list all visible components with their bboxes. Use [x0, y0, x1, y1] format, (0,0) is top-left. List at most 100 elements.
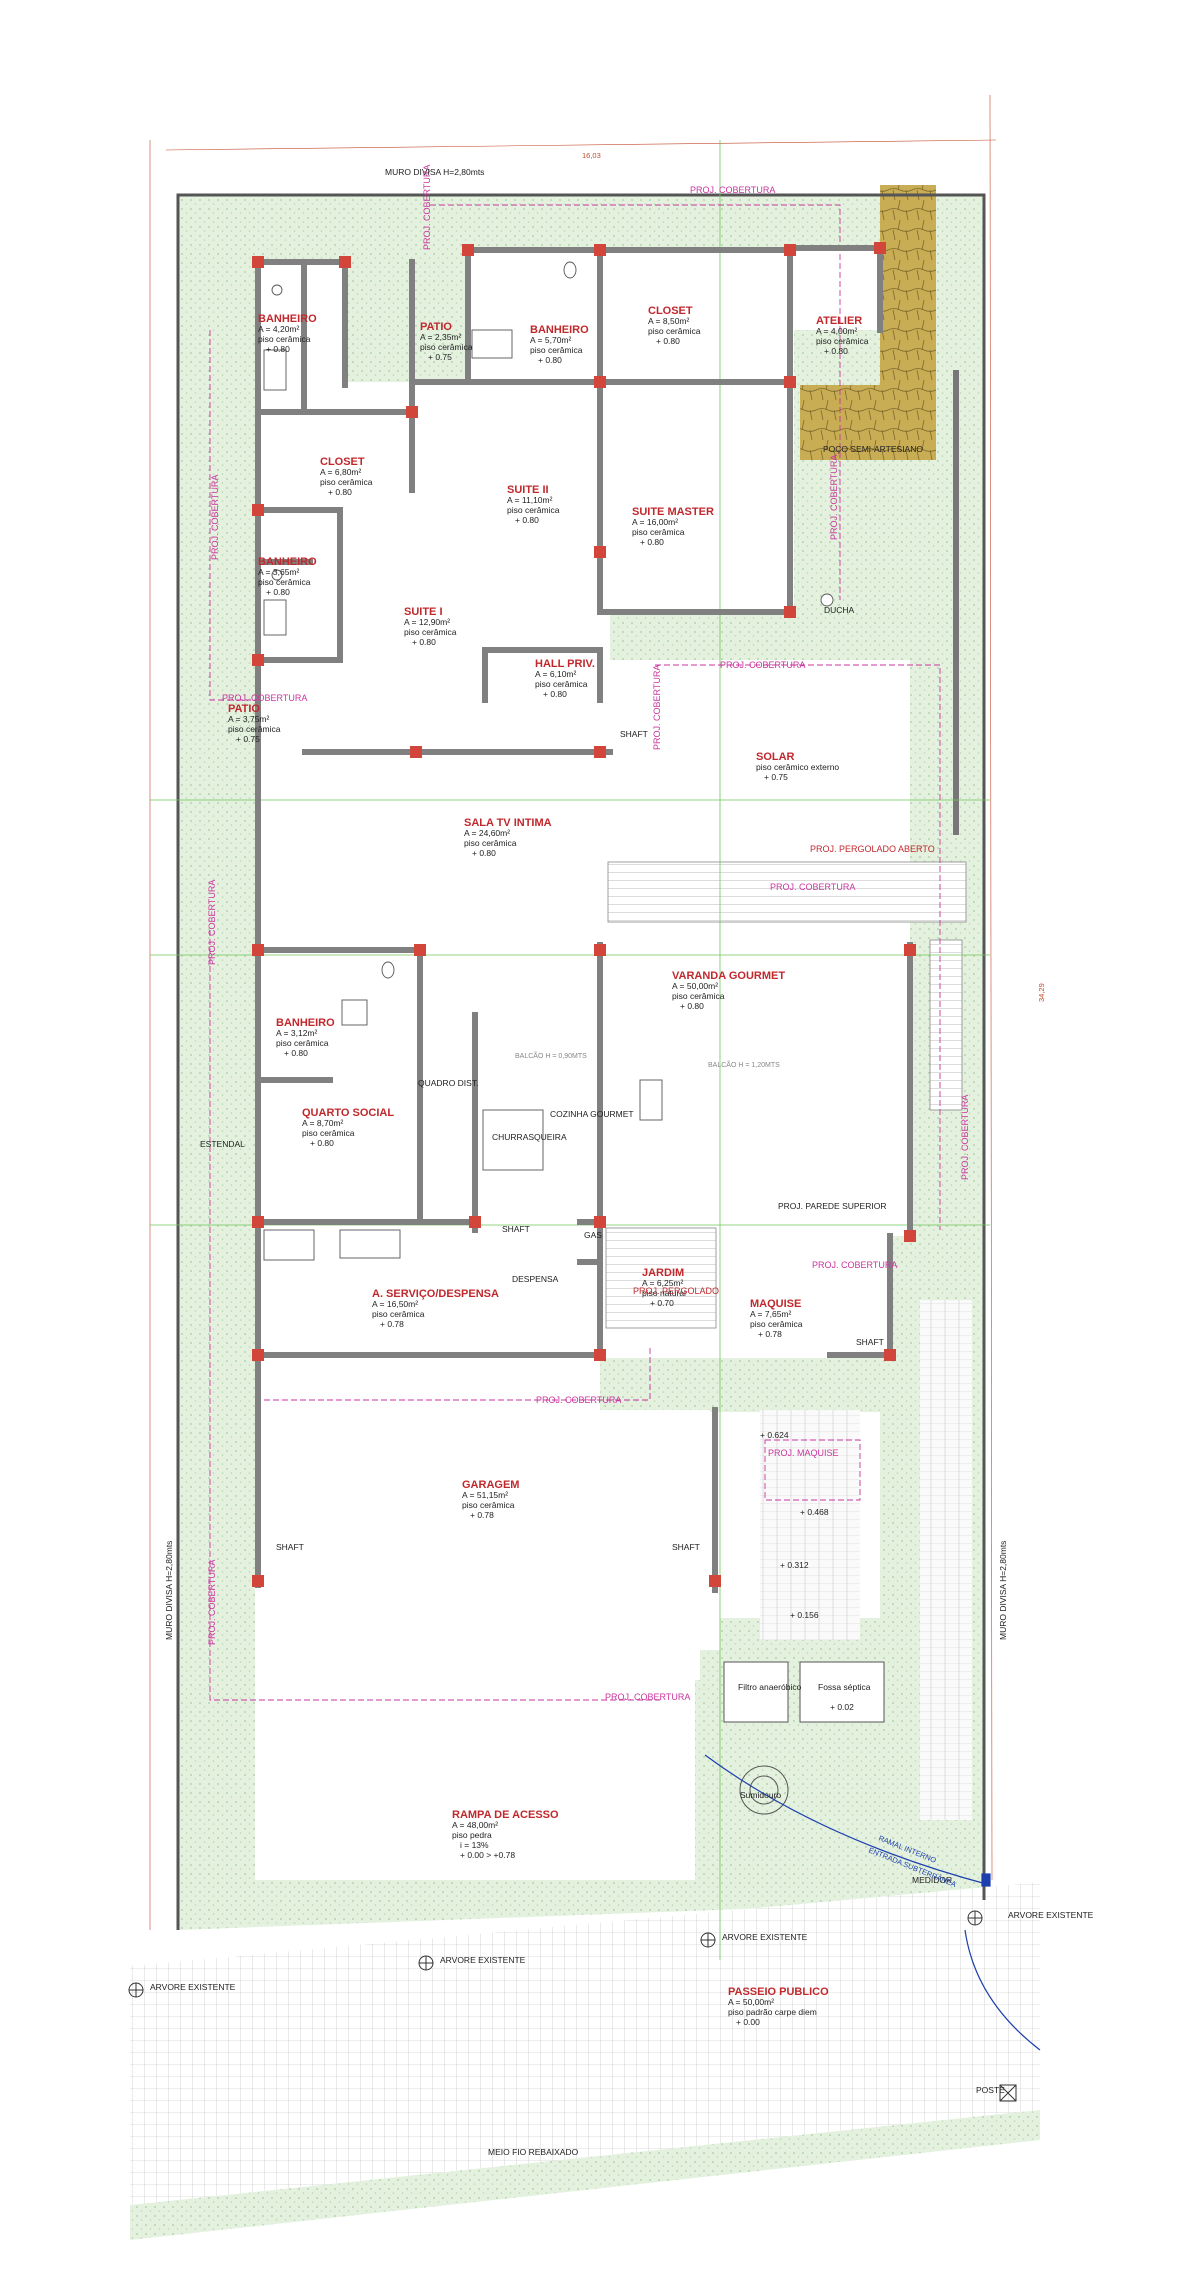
annotation: POSTE — [976, 2085, 1005, 2095]
projection-label-vertical: PROJ. COBERTURA — [207, 1560, 217, 1645]
room-level-extra: + 0.00 > +0.78 — [460, 1850, 515, 1860]
site — [130, 185, 1040, 2240]
room-area: A = 8,50m² — [648, 316, 690, 326]
room-level: + 0.80 — [266, 344, 290, 354]
annotation: POÇO SEMI-ARTESIANO — [823, 444, 923, 454]
level-marker: + 0.02 — [830, 1702, 854, 1712]
room-name: PATIO — [420, 321, 452, 333]
house-footprint — [255, 248, 910, 1680]
room-floor: piso cerâmica — [320, 477, 373, 487]
annotation: SHAFT — [502, 1224, 530, 1234]
room-floor: piso cerâmica — [750, 1319, 803, 1329]
projection-label: PROJ. MAQUISE — [768, 1448, 839, 1458]
room-area: A = 48,00m² — [452, 1820, 498, 1830]
room-floor: piso cerâmica — [816, 336, 869, 346]
room-level: + 0.80 — [412, 637, 436, 647]
room-name: BANHEIRO — [258, 556, 317, 568]
level-marker: + 0.156 — [790, 1610, 819, 1620]
room-floor: piso cerâmica — [530, 345, 583, 355]
annotation: ARVORE EXISTENTE — [440, 1955, 526, 1965]
level-marker: + 0.468 — [800, 1507, 829, 1517]
room-level: + 0.70 — [650, 1298, 674, 1308]
room-level: + 0.80 — [656, 336, 680, 346]
annotation: CHURRASQUEIRA — [492, 1132, 567, 1142]
annotation: ARVORE EXISTENTE — [1008, 1910, 1094, 1920]
room-level: + 0.75 — [764, 772, 788, 782]
room-level: + 0.78 — [758, 1329, 782, 1339]
projection-label-vertical: PROJ. COBERTURA — [960, 1095, 970, 1180]
existing-trees — [128, 1910, 1017, 2102]
room-level: + 0.80 — [543, 689, 567, 699]
room-area: A = 3,75m² — [228, 714, 270, 724]
stone-garden — [880, 185, 936, 385]
annotation: SHAFT — [672, 1542, 700, 1552]
room-area: A = 3,65m² — [258, 567, 300, 577]
annotation: MEIO FIO REBAIXADO — [488, 2147, 579, 2157]
room-name: SUITE II — [507, 484, 549, 496]
room-name: BANHEIRO — [258, 313, 317, 325]
room-level: + 0.80 — [328, 487, 352, 497]
wall-right-label: MURO DIVISA H=2,80mts — [998, 1541, 1008, 1640]
room-area: A = 4,00m² — [816, 326, 858, 336]
annotation: QUADRO DIST. — [418, 1078, 478, 1088]
room-name: QUARTO SOCIAL — [302, 1107, 394, 1119]
garage-ramp-area — [255, 1680, 695, 1880]
annotation: DUCHA — [824, 605, 855, 615]
jardim-deck — [605, 1227, 717, 1329]
fixtures — [263, 261, 834, 1261]
room-name: CLOSET — [648, 305, 693, 317]
annotation: Sumidouro — [740, 1790, 781, 1800]
room-area: A = 16,50m² — [372, 1299, 418, 1309]
room-area: A = 50,00m² — [728, 1997, 774, 2007]
level-marker: + 0.312 — [780, 1560, 809, 1570]
room-level: + 0.78 — [470, 1510, 494, 1520]
projection-label-vertical: PROJ. COBERTURA — [207, 880, 217, 965]
room-name: BANHEIRO — [530, 324, 589, 336]
room-floor: piso cerâmica — [507, 505, 560, 515]
room-floor: piso natural — [642, 1288, 686, 1298]
annotation: PROJ. PAREDE SUPERIOR — [778, 1201, 886, 1211]
boundary-walls — [149, 94, 997, 1930]
room-name: JARDIM — [642, 1267, 684, 1279]
room-name: PASSEIO PUBLICO — [728, 1986, 829, 1998]
street-edge — [130, 2110, 1040, 2240]
svg-text:34,29: 34,29 — [1037, 983, 1046, 1002]
stairs-right — [920, 1300, 972, 1820]
annotation: GAS — [584, 1230, 602, 1240]
projection-label: PROJ. COBERTURA — [690, 185, 775, 195]
projection-label-vertical: PROJ. COBERTURA — [829, 455, 839, 540]
room-level: + 0.75 — [428, 352, 452, 362]
column-markers — [252, 242, 916, 1587]
room-floor: piso cerâmica — [276, 1038, 329, 1048]
room-floor: piso cerâmica — [632, 527, 685, 537]
pergola-label: PROJ. PERGOLADO — [633, 1286, 719, 1296]
room-level: + 0.80 — [310, 1138, 334, 1148]
room-name: CLOSET — [320, 456, 365, 468]
room-level: + 0.80 — [266, 587, 290, 597]
pergola-label: PROJ. PERGOLADO ABERTO — [810, 844, 935, 854]
room-name: MAQUISE — [750, 1298, 801, 1310]
room-area: A = 2,35m² — [420, 332, 462, 342]
room-floor: piso cerâmica — [535, 679, 588, 689]
room-floor: piso cerâmica — [672, 991, 725, 1001]
room-area: A = 7,65m² — [750, 1309, 792, 1319]
annotation: ESTENDAL — [200, 1139, 245, 1149]
room-floor: piso cerâmica — [464, 838, 517, 848]
annotation: ARVORE EXISTENTE — [722, 1932, 808, 1942]
annotation: SHAFT — [856, 1337, 884, 1347]
annotation: SHAFT — [620, 729, 648, 739]
